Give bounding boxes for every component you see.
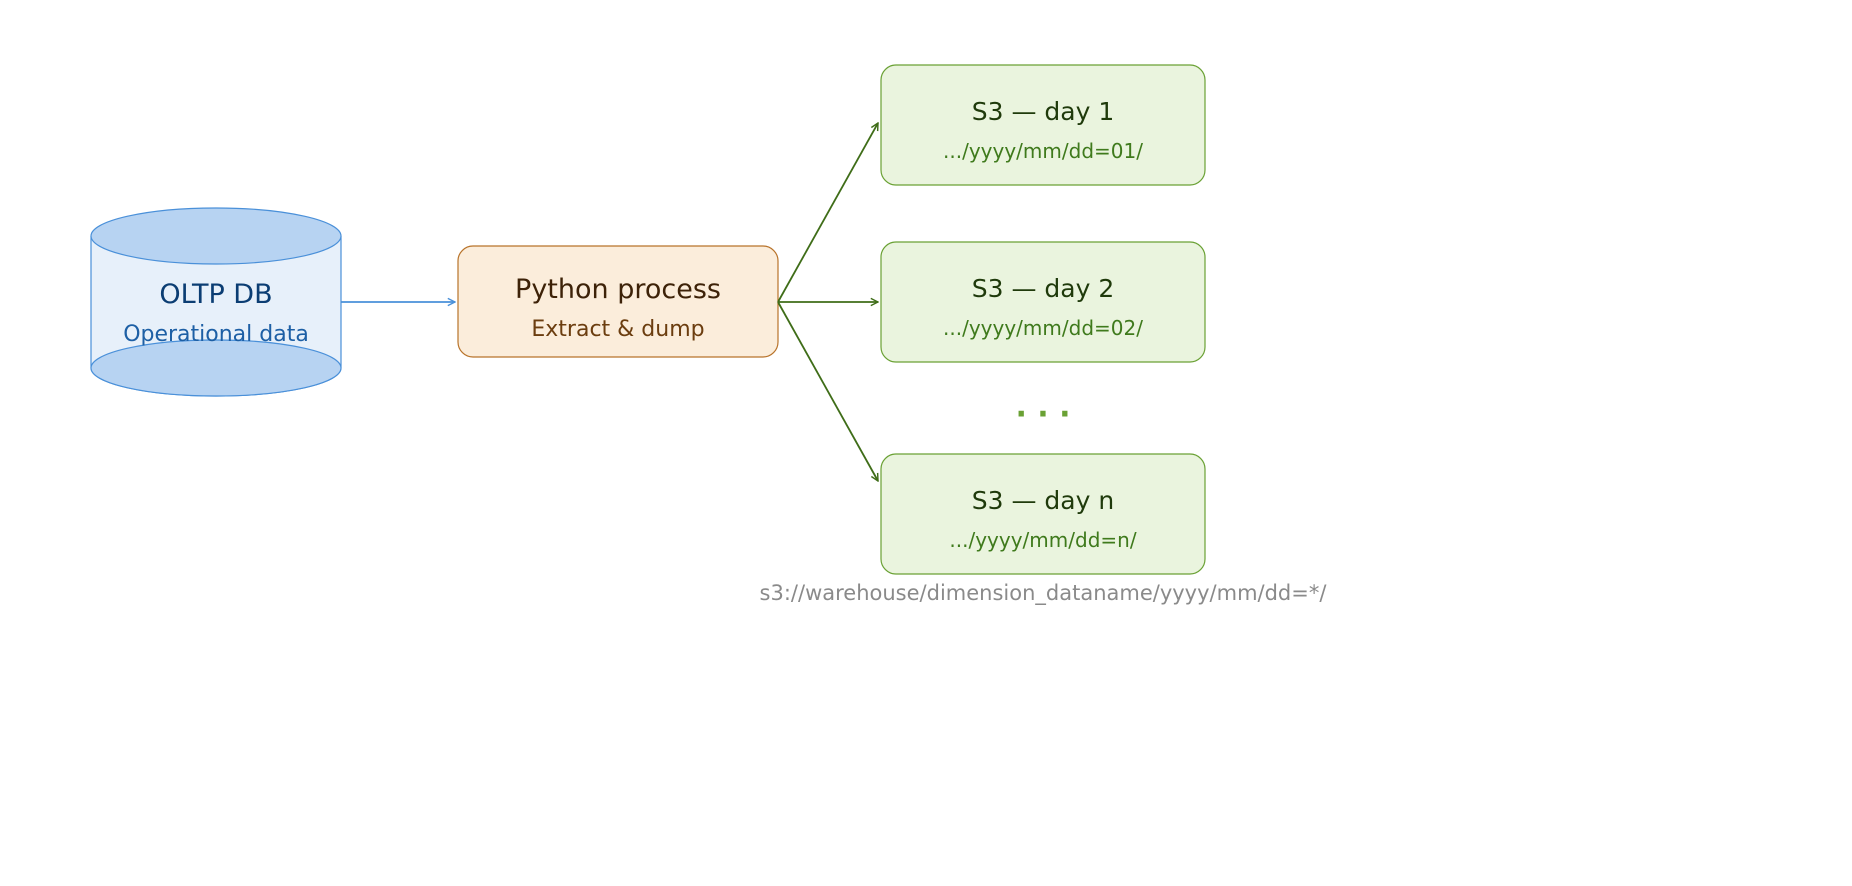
python-process-subtitle: Extract & dump (531, 317, 704, 342)
python-process-title: Python process (515, 274, 721, 305)
s3-bucket-title: S3 — day 1 (972, 97, 1115, 126)
oltp-db-title: OLTP DB (159, 279, 272, 310)
s3-bucket-title: S3 — day n (972, 486, 1114, 515)
s3-bucket-title: S3 — day 2 (972, 274, 1115, 303)
oltp-db-subtitle: Operational data (123, 322, 309, 347)
more-days-ellipsis: · · · (1015, 397, 1070, 432)
s3-bucket-day-1: S3 — day 1 .../yyyy/mm/dd=01/ (880, 64, 1206, 186)
oltp-db-node: OLTP DB Operational data (90, 207, 342, 397)
s3-bucket-day-n: S3 — day n .../yyyy/mm/dd=n/ (880, 453, 1206, 575)
arrow-process-to-day-1 (777, 123, 879, 303)
database-cylinder-icon (90, 207, 342, 397)
arrow-process-to-day-n (777, 301, 879, 481)
s3-bucket-path: .../yyyy/mm/dd=02/ (943, 316, 1143, 340)
s3-path-pattern-caption: s3://warehouse/dimension_dataname/yyyy/m… (760, 581, 1328, 606)
s3-bucket-path: .../yyyy/mm/dd=n/ (949, 528, 1136, 552)
python-process-node: Python process Extract & dump (457, 245, 779, 358)
s3-bucket-path: .../yyyy/mm/dd=01/ (943, 139, 1143, 163)
s3-bucket-day-2: S3 — day 2 .../yyyy/mm/dd=02/ (880, 241, 1206, 363)
